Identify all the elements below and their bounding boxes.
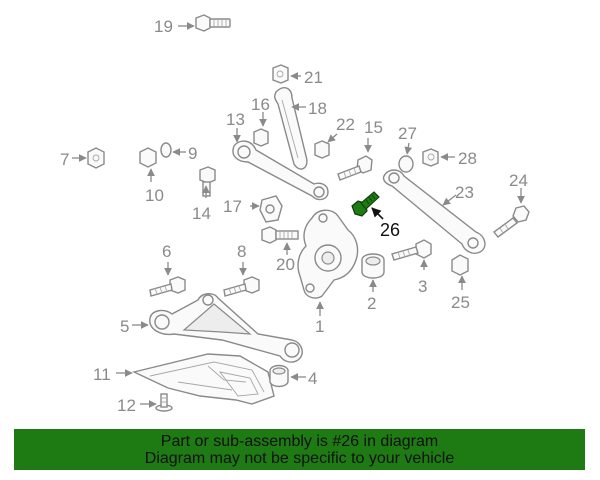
part-18-link (273, 87, 308, 170)
part-16-nut (253, 112, 269, 147)
part-13-upper-arm (232, 128, 329, 201)
callout-1: 1 (315, 317, 324, 336)
callout-23: 23 (455, 183, 474, 202)
part-26-bolt-highlighted (351, 191, 384, 220)
part-14-bolt (199, 166, 216, 198)
part-22-nut (314, 133, 338, 159)
callout-18: 18 (308, 99, 327, 118)
part-12-clip (140, 393, 173, 412)
part-11-shield (116, 353, 275, 405)
part-8-bolt (223, 262, 260, 297)
part-4-bushing (269, 364, 306, 388)
part-2-bushing (361, 253, 385, 292)
callout-24: 24 (509, 171, 528, 190)
callout-3: 3 (418, 277, 427, 296)
callout-20: 20 (276, 255, 295, 274)
callout-22: 22 (336, 115, 355, 134)
suspension-parts-diagram: 19 21 18 16 13 22 15 (60, 14, 530, 415)
callout-11: 11 (93, 365, 111, 384)
part-17-bracket (250, 195, 283, 223)
part-6-bolt (149, 262, 186, 297)
callout-25: 25 (451, 293, 470, 312)
part-3-bolt (391, 239, 432, 270)
callout-19: 19 (154, 17, 173, 36)
callout-8: 8 (237, 242, 246, 261)
callout-17: 17 (223, 197, 242, 216)
part-20-bolt (261, 226, 299, 255)
callout-5: 5 (120, 317, 129, 336)
part-19-bolt (178, 14, 231, 32)
part-23-link (382, 169, 486, 254)
part-10-nut (139, 147, 157, 182)
info-banner: Part or sub-assembly is #26 in diagram D… (14, 429, 585, 470)
part-21-nut (272, 64, 301, 84)
part-24-bolt (492, 188, 530, 238)
callout-9: 9 (188, 144, 197, 163)
callout-14: 14 (192, 204, 211, 223)
callout-4: 4 (308, 369, 317, 388)
callout-16: 16 (251, 95, 270, 114)
part-27-o-ring (398, 142, 414, 173)
callout-26: 26 (380, 220, 400, 240)
part-1-knuckle (297, 209, 359, 316)
callout-15: 15 (364, 118, 383, 137)
callout-21: 21 (304, 68, 323, 87)
callout-6: 6 (162, 242, 171, 261)
callout-12: 12 (117, 396, 136, 415)
part-5-lower-arm (132, 293, 303, 363)
banner-line-1: Part or sub-assembly is #26 in diagram (160, 433, 439, 450)
banner-line-2: Diagram may not be specific to your vehi… (144, 450, 455, 467)
callout-10: 10 (145, 186, 164, 205)
part-15-bolt (337, 138, 373, 181)
callout-28: 28 (458, 149, 477, 168)
part-7-nut (72, 147, 105, 169)
callout-7: 7 (60, 150, 69, 169)
callout-2: 2 (367, 294, 376, 313)
part-25-nut (451, 254, 469, 290)
callout-27: 27 (398, 124, 417, 143)
callout-13: 13 (226, 110, 245, 129)
part-9-ring (160, 142, 186, 158)
part-28-nut (422, 148, 455, 167)
